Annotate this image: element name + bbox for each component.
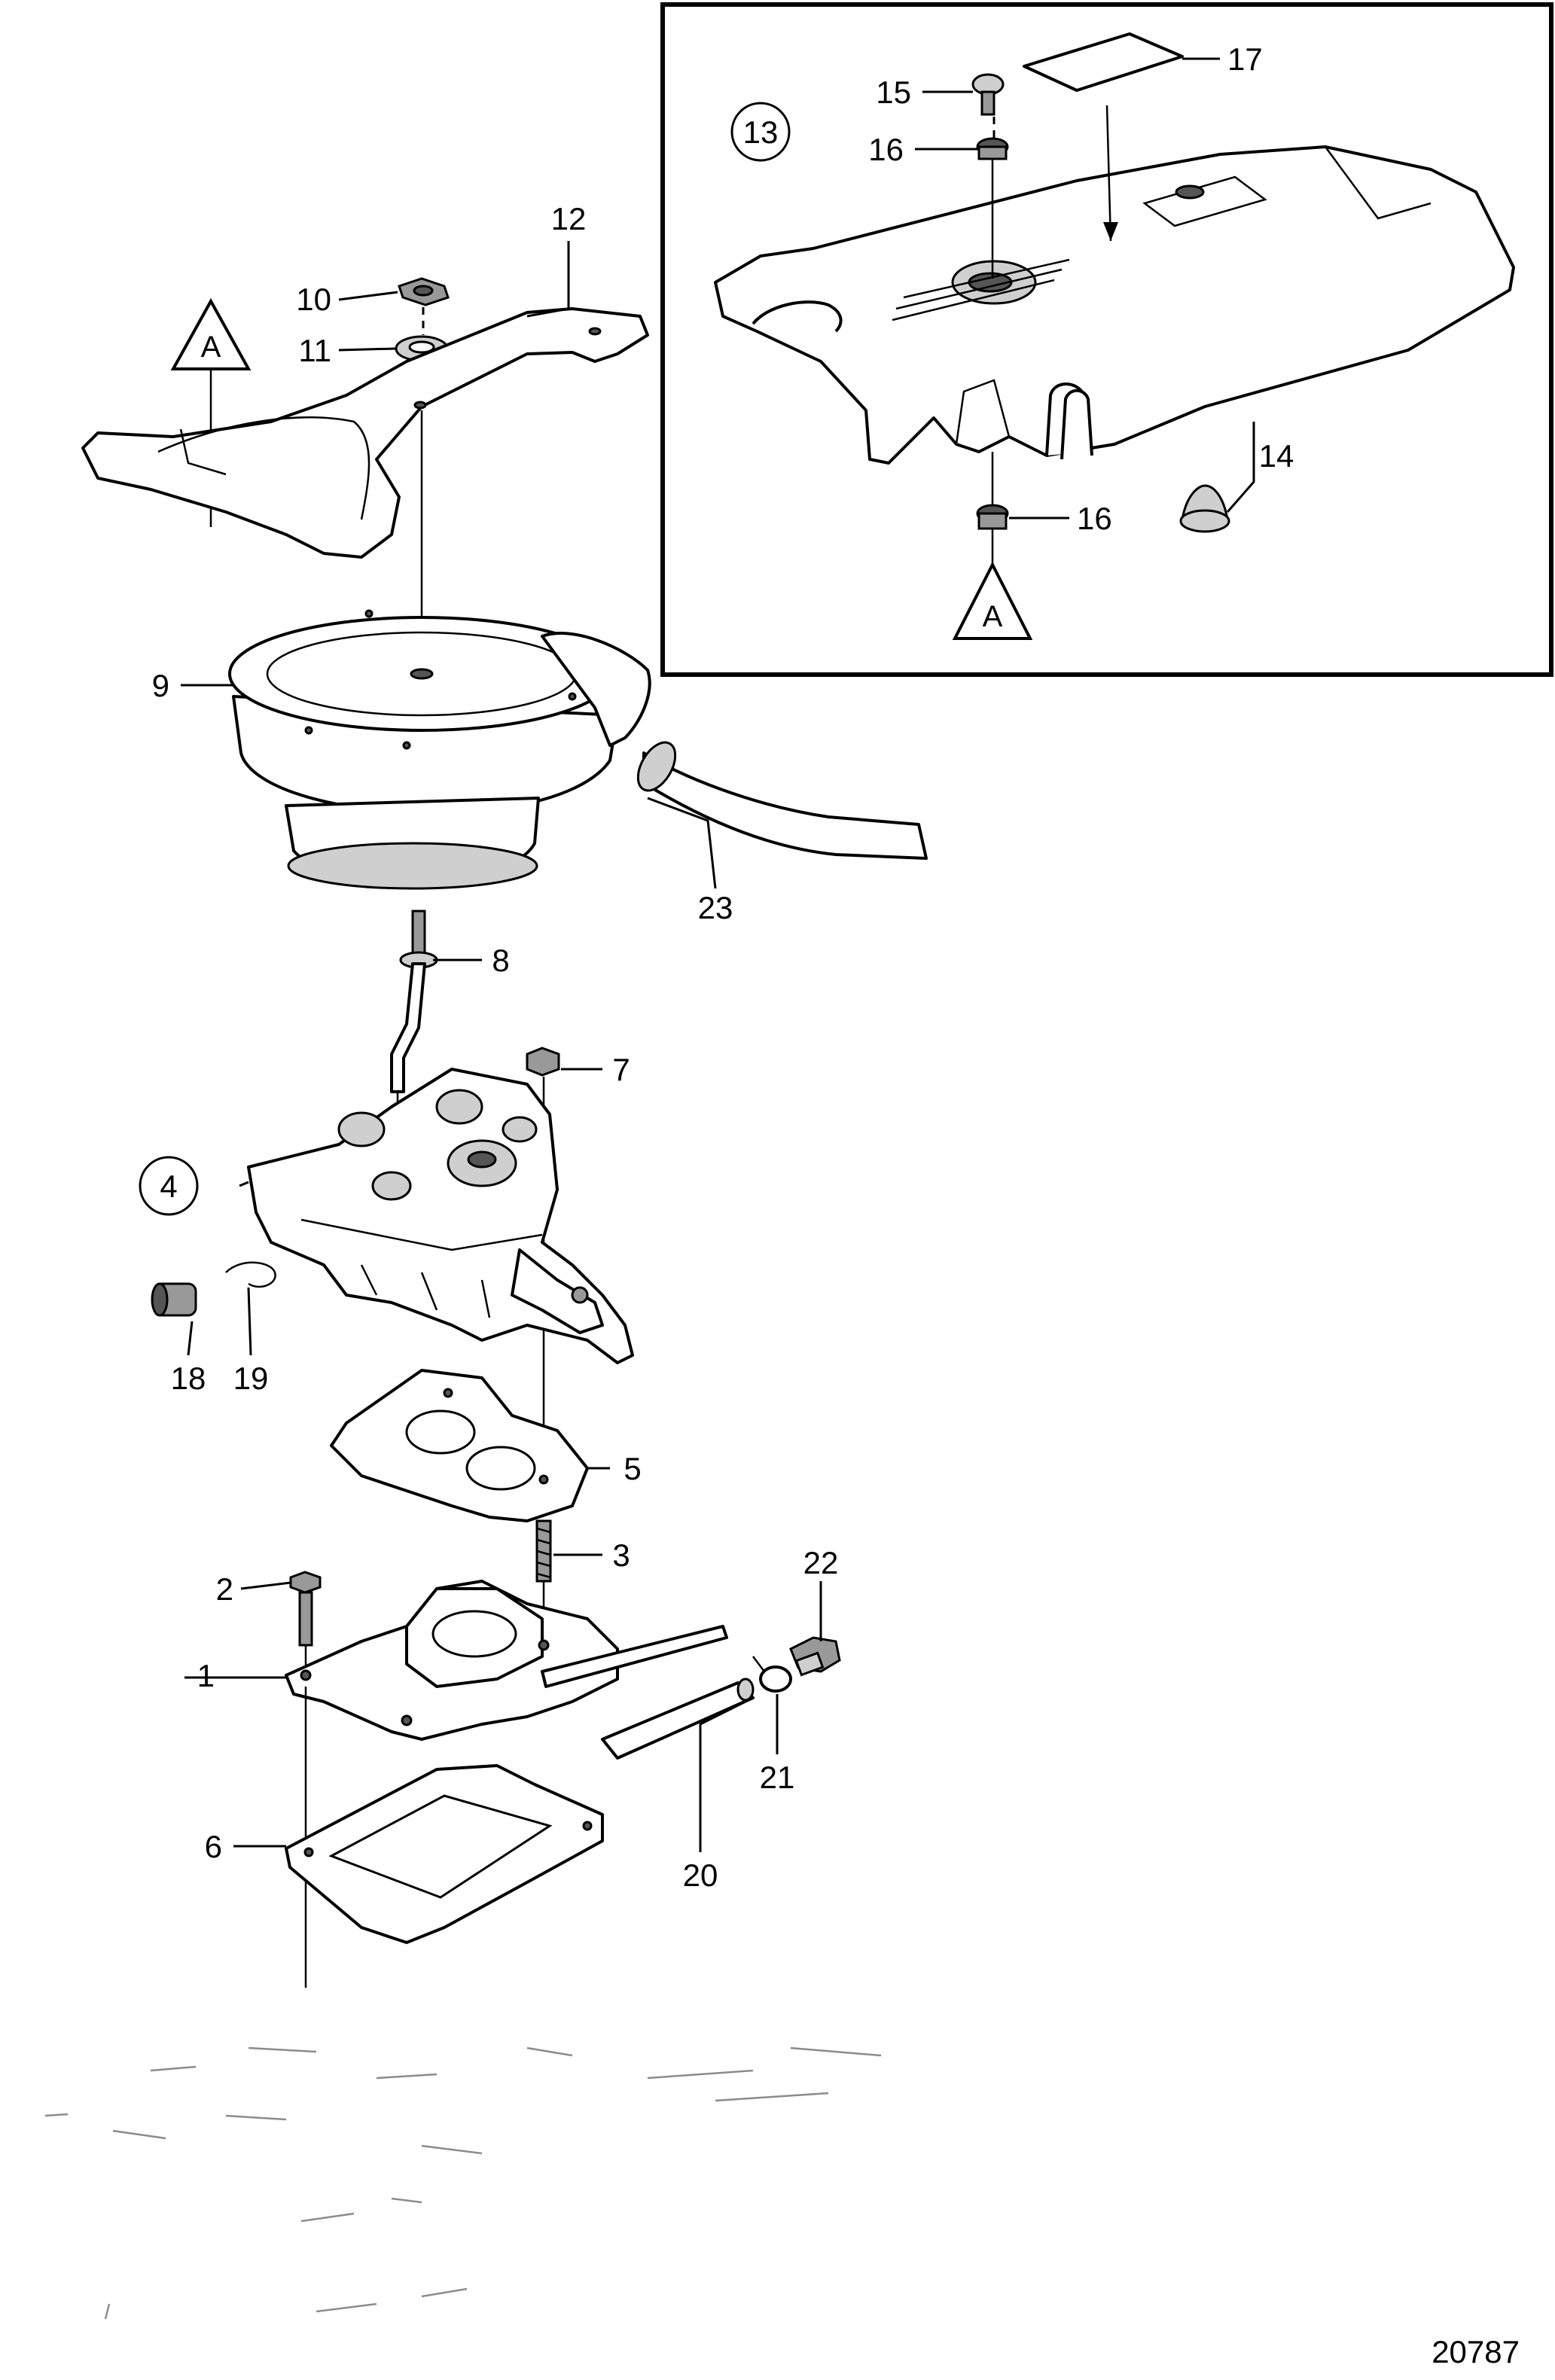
callout-8: 8 xyxy=(492,943,509,978)
leader-lines xyxy=(181,57,1255,1852)
callout-14: 14 xyxy=(1259,438,1294,474)
hex-nut-10 xyxy=(398,277,450,306)
inset-frame xyxy=(660,2,1553,677)
throttle-body-4 xyxy=(247,1068,634,1364)
air-cleaner-9 xyxy=(228,609,651,890)
callout-4: 4 xyxy=(160,1169,177,1204)
fitting-22 xyxy=(789,1636,841,1677)
callout-3: 3 xyxy=(612,1537,630,1573)
callout-17: 17 xyxy=(1227,41,1263,77)
callout-1: 1 xyxy=(197,1658,215,1693)
nut-7 xyxy=(526,1047,560,1077)
callout-20: 20 xyxy=(683,1857,718,1893)
faint-background-marks xyxy=(44,2046,882,2320)
screw-15 xyxy=(971,73,1005,116)
callout-16-top: 16 xyxy=(868,132,904,167)
callout-circle-13 xyxy=(730,102,791,162)
engine-cover xyxy=(714,145,1515,465)
callout-6: 6 xyxy=(205,1829,222,1864)
callout-9: 9 xyxy=(152,668,169,703)
callout-21: 21 xyxy=(760,1760,795,1795)
stud-3 xyxy=(535,1519,552,1583)
clip-19 xyxy=(225,1261,276,1288)
callout-5: 5 xyxy=(624,1451,641,1486)
adapter-plate-1 xyxy=(285,1580,728,1741)
grommet-16-top xyxy=(976,137,1009,160)
callout-19: 19 xyxy=(233,1361,269,1396)
callout-13: 13 xyxy=(743,114,779,150)
callout-7: 7 xyxy=(612,1052,630,1087)
callout-2: 2 xyxy=(216,1571,233,1607)
reference-triangle-inset: A xyxy=(952,561,1033,640)
hose-23 xyxy=(636,741,928,860)
bushing-18 xyxy=(151,1282,197,1317)
gasket-6 xyxy=(285,1764,604,1944)
callout-circle-4 xyxy=(139,1156,199,1216)
callout-10: 10 xyxy=(296,282,331,317)
clamp-21 xyxy=(752,1656,792,1693)
callout-18: 18 xyxy=(171,1361,206,1396)
callout-22: 22 xyxy=(803,1545,839,1580)
callout-23: 23 xyxy=(698,890,733,925)
bracket-12 xyxy=(81,307,649,559)
reference-marker-a: A xyxy=(983,600,1003,633)
drawing-number: 20787 xyxy=(1432,2334,1520,2369)
grommet-16-bottom xyxy=(976,504,1009,530)
gasket-5 xyxy=(330,1369,589,1522)
label-sticker-17 xyxy=(1023,32,1184,92)
callout-16-bottom: 16 xyxy=(1077,501,1112,536)
rubber-foot-14 xyxy=(1179,484,1230,533)
stud-8 xyxy=(390,910,438,1093)
callout-numbers: 1 2 3 4 5 6 7 8 9 10 11 12 13 14 15 16 1… xyxy=(152,41,1294,1893)
hose-20 xyxy=(601,1678,755,1760)
callout-11: 11 xyxy=(298,333,331,368)
bolt-2 xyxy=(289,1571,322,1647)
callout-12: 12 xyxy=(551,201,587,236)
reference-triangle-main: A xyxy=(170,297,252,370)
callout-15: 15 xyxy=(876,75,911,110)
reference-marker-a: A xyxy=(201,331,221,364)
